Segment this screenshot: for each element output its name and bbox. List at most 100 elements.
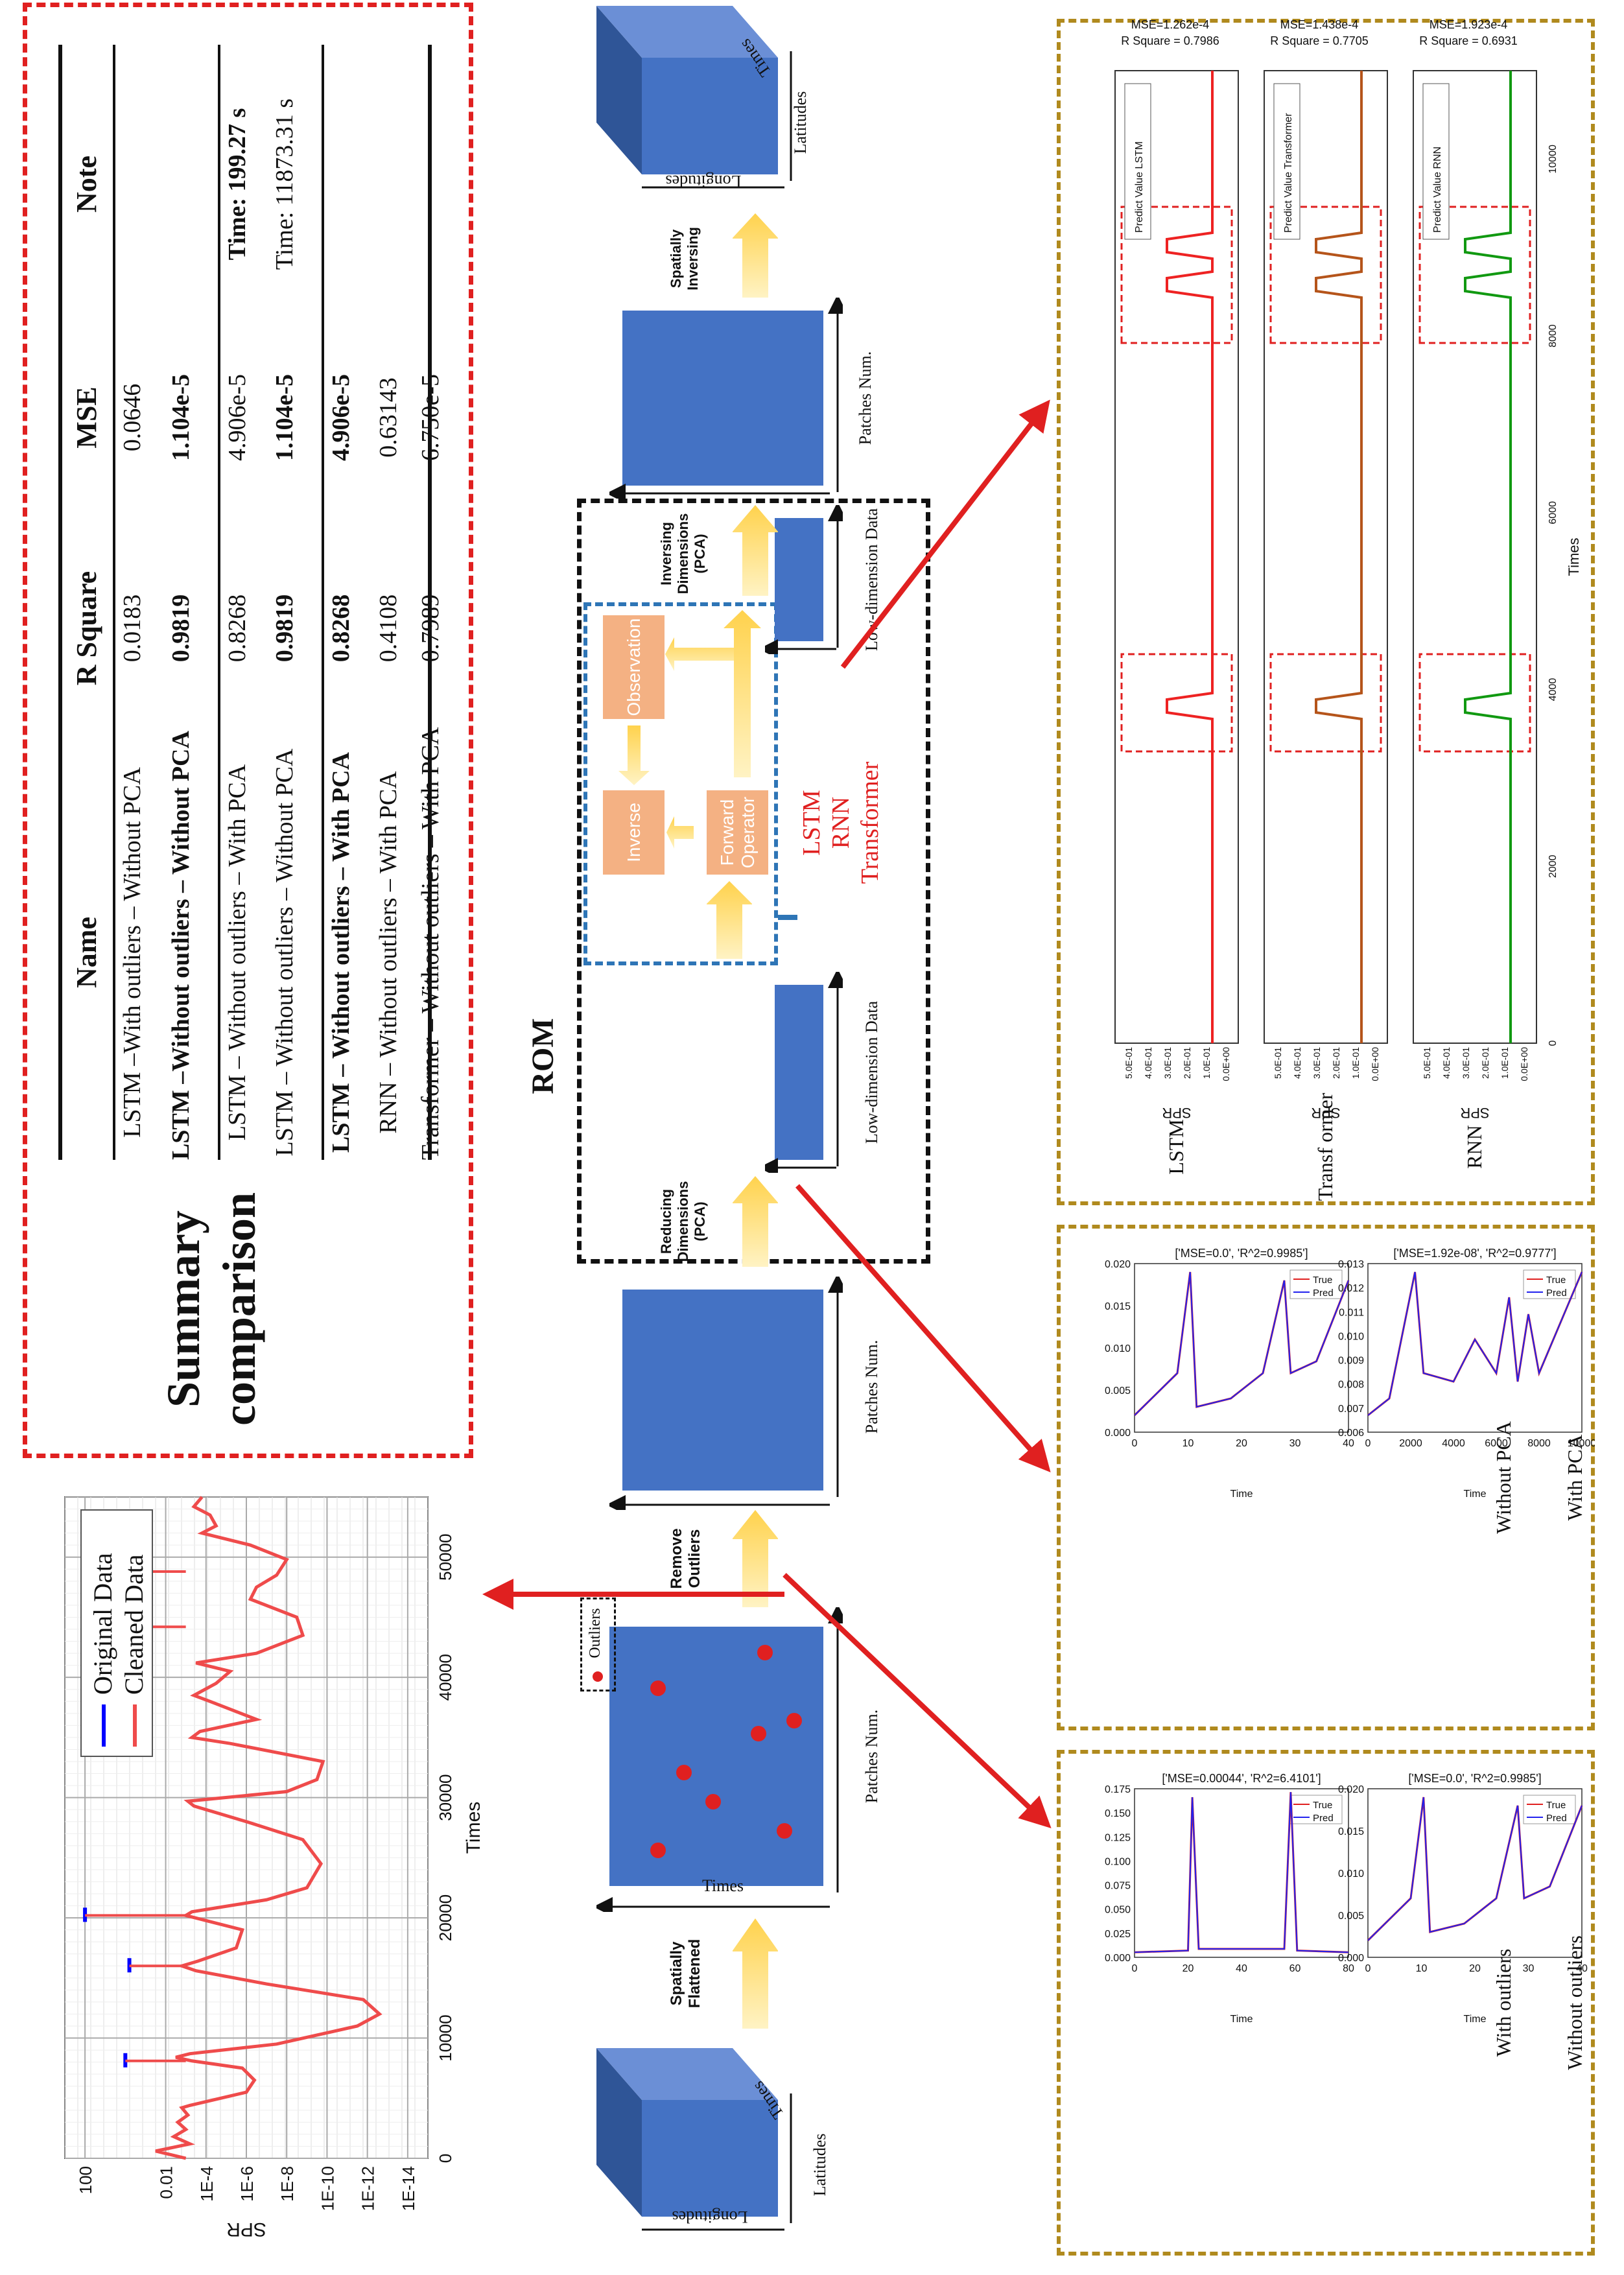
outlier-panels-panel-1-xtick: 20 <box>1183 1963 1194 1974</box>
model-ytick-1: 1.0E-01 <box>1350 1047 1361 1079</box>
model-highlight-b-2 <box>1418 206 1531 344</box>
outlier-panels-panel-2-ytick: 0.000 <box>1338 1953 1364 1964</box>
model-frame-0 <box>1114 70 1239 1044</box>
outlier-panels-panel-1-ytick: 0.025 <box>1105 1929 1131 1940</box>
yellow-arrow-shape <box>732 213 779 298</box>
model-mse-0: MSE=1.262e-4 <box>1131 19 1210 31</box>
pca-panels-panel-1-ytick: 0.005 <box>1105 1385 1131 1397</box>
pca-panels-panel-2-pred-line <box>1367 1271 1583 1416</box>
model-legend-1: Predict Value Transformer <box>1283 113 1294 233</box>
matrix-axes-svg <box>759 502 847 659</box>
outlier-svg <box>650 1645 802 1858</box>
yellow-arrow-svg <box>706 881 753 959</box>
matrix3-axes <box>606 294 847 503</box>
spr-legend-original: Original Data <box>88 1553 117 1695</box>
pca-panels-panel-2-ytick: 0.006 <box>1338 1428 1364 1439</box>
pca-panels-panel-1-xtick: 0 <box>1132 1438 1138 1449</box>
pca-panels-panel-1-ytick: 0.010 <box>1105 1343 1131 1354</box>
pca-panels-panel-1-title: ['MSE=0.0', 'R^2=0.9985'] <box>1175 1247 1308 1260</box>
cube-top <box>596 2048 642 2217</box>
outlier-panels-panel-1-title: ['MSE=0.00044', 'R^2=6.4101'] <box>1162 1772 1321 1785</box>
flow-arrow-4 <box>732 505 779 596</box>
spr-cleaned-line <box>155 1496 382 2160</box>
outlier-panels-panel-2-legend-box <box>1523 1795 1576 1824</box>
model-ytick-1: 2.0E-01 <box>1331 1047 1341 1079</box>
model-ytick-1: 5.0E-01 <box>1273 1047 1283 1079</box>
model-highlight-b-1 <box>1269 206 1382 344</box>
model-series-2 <box>1464 71 1512 1043</box>
arrow-forward-right <box>724 610 761 777</box>
pca-panels-panel-1-legend-pred: Pred <box>1313 1288 1334 1299</box>
outlier-panels-panel-2-xtick: 30 <box>1523 1963 1535 1974</box>
model-legend-box-0 <box>1124 83 1151 240</box>
outlier-dot <box>777 1823 792 1839</box>
arrow-observation-to-inverse <box>618 725 650 785</box>
cube-side <box>596 2048 778 2100</box>
model-r2-0: R Square = 0.7986 <box>1121 34 1219 47</box>
spr-ytick: 1E-4 <box>197 2166 217 2202</box>
red-connector-1 <box>783 1573 1052 1829</box>
matrix-axes-svg <box>606 294 847 503</box>
flow-arrow-2 <box>732 1510 779 1607</box>
spr-ytick: 1E-14 <box>399 2166 418 2211</box>
model-mse-1: MSE=1.438e-4 <box>1280 19 1359 31</box>
inner-arrows-svg <box>618 610 761 849</box>
outlier-panels-panel-1-ytick: 0.050 <box>1105 1905 1131 1916</box>
spr-xtick: 40000 <box>436 1654 455 1701</box>
spr-xlabel: Times <box>463 1802 480 1854</box>
pca-panels-panel-1-legend-box <box>1289 1269 1343 1299</box>
matrix-axes-svg <box>593 1604 847 1916</box>
spr-ytick: 1E-8 <box>277 2166 297 2202</box>
model-ylabel-2: SPR <box>1460 1105 1489 1121</box>
lowdim2-axes <box>759 502 847 659</box>
spr-ytick: 100 <box>76 2166 95 2194</box>
pca-panels-panel-2-xtick: 0 <box>1365 1438 1371 1449</box>
yellow-arrow-svg <box>732 505 779 596</box>
pca-panels-rot-group: ['MSE=0.0', 'R^2=0.9985']0.0000.0050.010… <box>1105 1247 1596 1500</box>
outlier-panels-panel-2-ytick: 0.010 <box>1338 1868 1364 1880</box>
lowdim1-axes <box>759 969 847 1177</box>
outlier-panels-panel-1-legend-pred: Pred <box>1313 1813 1334 1824</box>
pca-panels-panel-2-xtick: 6000 <box>1485 1438 1508 1449</box>
inner-arrows <box>583 602 778 965</box>
model-ytick-0: 1.0E-01 <box>1201 1047 1212 1079</box>
pca-panels-panel-2-ytick: 0.009 <box>1338 1356 1364 1367</box>
model-xtick: 6000 <box>1548 501 1559 525</box>
yellow-arrow-shape <box>706 881 753 959</box>
spr-ytick: 1E-10 <box>318 2166 337 2211</box>
model-ytick-0: 5.0E-01 <box>1124 1047 1134 1079</box>
model-ytick-2: 5.0E-01 <box>1422 1047 1432 1079</box>
outlier-panels-panel-2-xtick: 10 <box>1416 1963 1428 1974</box>
model-xtick: 0 <box>1548 1040 1559 1046</box>
outlier-dot <box>751 1726 766 1741</box>
pca-panels-row-label-2: With PCA <box>1563 1435 1586 1521</box>
model-r2-2: R Square = 0.6931 <box>1419 34 1518 47</box>
model-legend-2: Predict Value RNN <box>1432 147 1443 233</box>
pca-panels-xlabel-1: Time <box>1230 1489 1253 1500</box>
outlier-panels-panel-1-xtick: 40 <box>1236 1963 1247 1974</box>
model-ytick-2: 4.0E-01 <box>1441 1047 1452 1079</box>
arrow-up-observation <box>665 637 734 671</box>
outlier-panels-panel-1-ytick: 0.075 <box>1105 1881 1131 1892</box>
outlier-panels-panel-1-legend-true: True <box>1313 1800 1332 1811</box>
pca-panels-panel-2-ytick: 0.011 <box>1339 1307 1364 1318</box>
outlier-panels-panel-1-legend-box <box>1289 1795 1343 1824</box>
spr-ylabel: SPR <box>226 2219 266 2240</box>
model-ytick-1: 4.0E-01 <box>1292 1047 1302 1079</box>
pca-panels-panel-2-title: ['MSE=1.92e-08', 'R^2=0.9777'] <box>1393 1247 1556 1260</box>
yellow-arrow-shape <box>732 1176 779 1267</box>
model-row-label-0: LSTM <box>1164 1119 1188 1174</box>
spr-ytick: 1E-12 <box>359 2166 378 2211</box>
outlier-dot <box>786 1713 802 1728</box>
spr-xtick: 30000 <box>436 1774 455 1821</box>
outlier-panels-panel-1-xtick: 60 <box>1289 1963 1301 1974</box>
outlier-dot <box>705 1794 721 1809</box>
outlier-panels-xlabel-1: Time <box>1230 2014 1253 2025</box>
outlier-panels-row-label-1: With outliers <box>1492 1949 1515 2057</box>
pca-panels-panel-2-ytick: 0.010 <box>1338 1331 1364 1342</box>
outlier-panels: ['MSE=0.00044', 'R^2=6.4101'] 0.000 0.025 0… <box>1057 1750 1595 2256</box>
model-legend-box-2 <box>1422 83 1450 240</box>
